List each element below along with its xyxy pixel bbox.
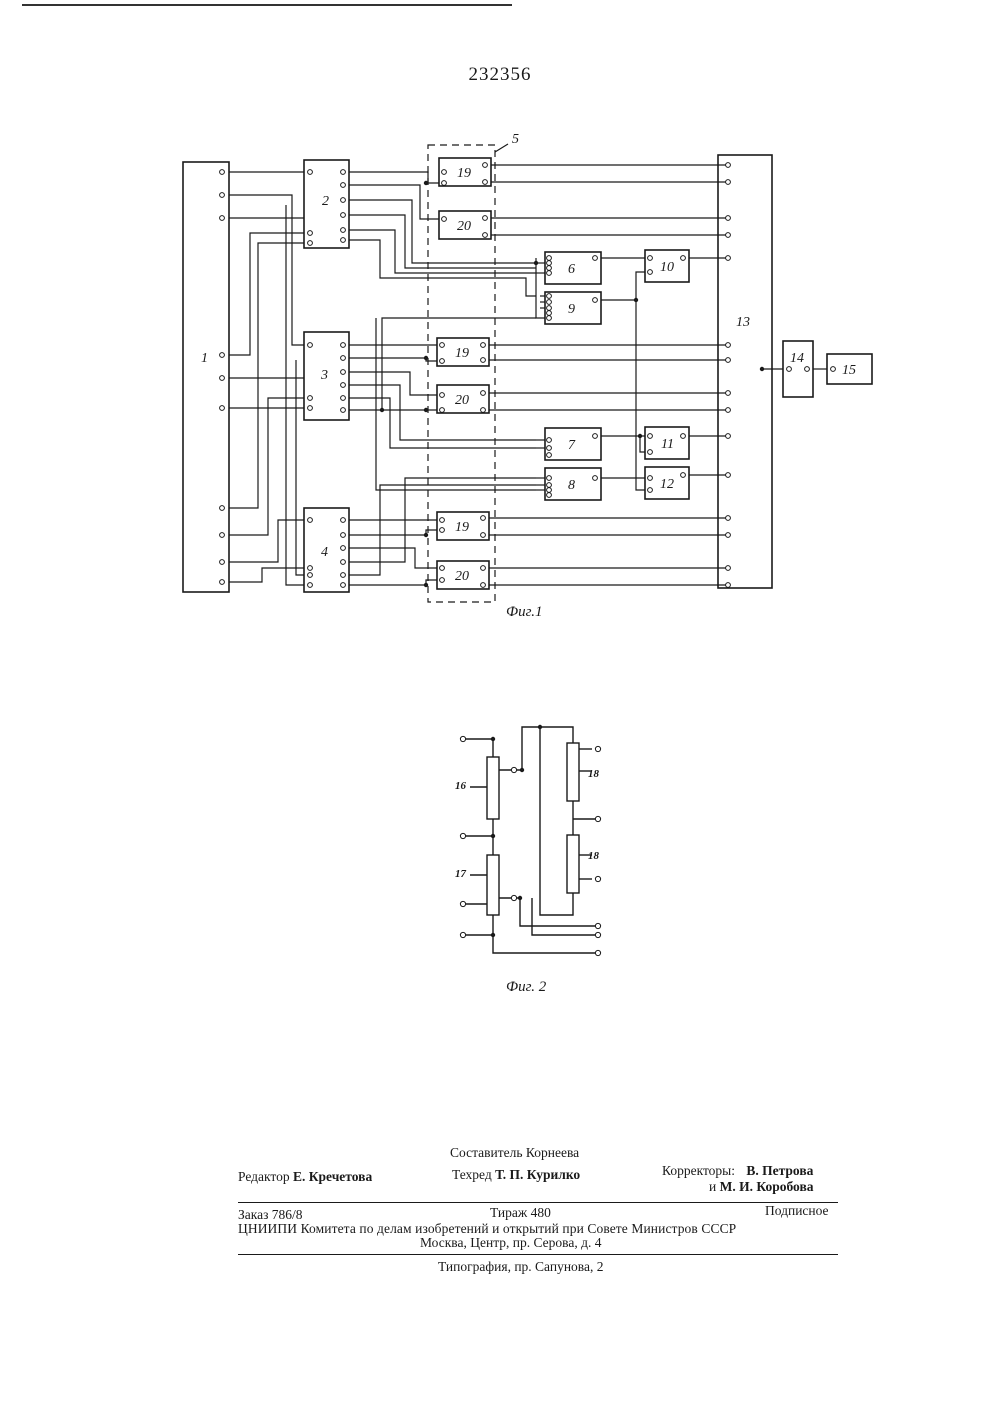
address-line: Москва, Центр, пр. Серова, д. 4 [420,1235,601,1251]
resistor-18-top [567,743,579,801]
label-block-19-a: 19 [457,166,471,181]
corrector-2-prefix: и [709,1179,716,1194]
label-block-2: 2 [322,194,329,209]
label-resistor-17: 17 [455,868,467,880]
label-block-8: 8 [568,478,575,493]
corrector-2-line: и М. И. Коробова [709,1179,814,1195]
editor-label: Редактор [238,1169,290,1184]
compiler-line: Составитель Корнеева [450,1145,579,1161]
label-block-12: 12 [660,477,674,492]
resistor-16 [487,757,499,819]
label-block-10: 10 [660,260,674,275]
label-block-20-b: 20 [455,393,469,408]
label-block-5: 5 [512,132,519,147]
techred-line: Техред Т. П. Курилко [452,1167,580,1183]
resistor-17 [487,855,499,915]
label-block-19-b: 19 [455,346,469,361]
circulation: Тираж 480 [490,1205,551,1221]
techred-name: Т. П. Курилко [495,1167,580,1182]
label-block-1: 1 [201,351,208,366]
label-resistor-16: 16 [455,780,467,792]
footer-rule-top [238,1202,838,1203]
label-resistor-18-bottom: 18 [588,850,600,862]
figure-1-caption: Фиг.1 [506,604,542,620]
techred-label: Техред [452,1167,492,1182]
label-block-4: 4 [321,545,328,560]
subscription-note: Подписное [765,1203,829,1219]
label-resistor-18-top: 18 [588,768,600,780]
label-block-11: 11 [661,437,674,452]
label-block-13: 13 [736,315,750,330]
resistor-18-bottom [567,835,579,893]
editor-line: Редактор Е. Кречетова [238,1169,372,1185]
label-block-20-c: 20 [455,569,469,584]
figure-2-caption: Фиг. 2 [506,979,547,995]
figure-2-circuit: 16 17 18 18 Фиг. 2 [440,715,640,1000]
compiler-name: Корнеева [526,1145,579,1160]
compiler-label: Составитель [450,1145,523,1160]
editor-name: Е. Кречетова [293,1169,372,1184]
label-block-6: 6 [568,262,575,277]
label-block-7: 7 [568,438,576,453]
correctors-label: Корректоры: [662,1163,735,1178]
label-block-15: 15 [842,363,856,378]
correctors-line: Корректоры: В. Петрова [662,1163,813,1179]
corrector-2: М. И. Коробова [720,1179,814,1194]
label-block-3: 3 [320,368,328,383]
corrector-1: В. Петрова [746,1163,813,1178]
label-block-20-a: 20 [457,219,471,234]
label-block-14: 14 [790,351,804,366]
footer-rule-bottom [238,1254,838,1255]
printing-house: Типография, пр. Сапунова, 2 [438,1259,604,1275]
label-block-19-c: 19 [455,520,469,535]
figure-1-block-diagram: 1 2 3 4 5 19 20 19 20 19 20 6 9 7 8 10 1… [0,0,1000,640]
label-block-9: 9 [568,302,575,317]
